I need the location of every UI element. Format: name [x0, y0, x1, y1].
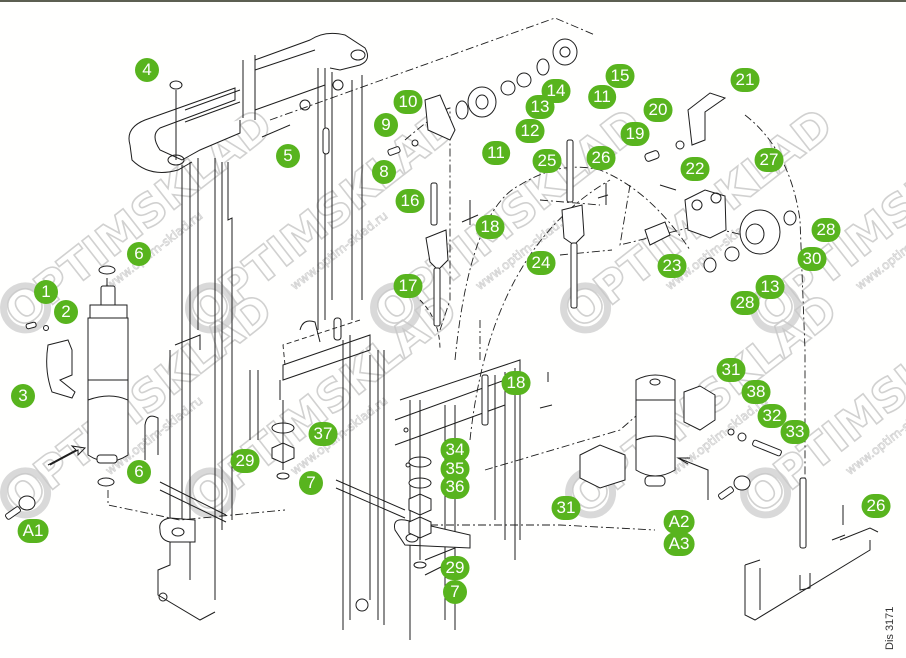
- part-21-bracket: [687, 92, 727, 146]
- callout-part-27[interactable]: 27: [754, 148, 784, 172]
- left-lower-bracket: [159, 517, 196, 543]
- callout-part-29-center[interactable]: 29: [230, 449, 260, 473]
- left-crossbeam: [128, 87, 241, 161]
- pulley-assembly-upper: [455, 38, 578, 120]
- callout-part-23[interactable]: 23: [657, 254, 687, 278]
- part-33-bolt: [752, 439, 782, 457]
- part-32-washer: [737, 432, 747, 442]
- part-27-yoke: [684, 189, 727, 239]
- left-mast: [128, 87, 241, 621]
- callout-part-37[interactable]: 37: [308, 422, 338, 446]
- part-28-ring-upper: [783, 210, 797, 226]
- callout-part-18-lower[interactable]: 18: [501, 371, 531, 395]
- callout-part-16[interactable]: 16: [395, 189, 425, 213]
- callout-part-15[interactable]: 15: [605, 64, 635, 88]
- watermark-logo-ring: [185, 282, 237, 334]
- callout-part-2[interactable]: 2: [54, 300, 78, 324]
- washer-6-top: [98, 265, 116, 275]
- assembly-lines: [107, 17, 806, 540]
- callout-part-29-right[interactable]: 29: [440, 556, 470, 580]
- callout-part-28-right[interactable]: 28: [811, 218, 841, 242]
- callout-part-6-top[interactable]: 6: [127, 242, 151, 266]
- callout-part-20[interactable]: 20: [643, 98, 673, 122]
- part-22-pin: [659, 184, 677, 191]
- callout-part-11-upper[interactable]: 11: [588, 85, 616, 109]
- part-3-clamp: [46, 339, 76, 399]
- callout-part-11-lower[interactable]: 11: [482, 141, 510, 165]
- part-18-pin-upper: [461, 200, 479, 225]
- callout-part-5[interactable]: 5: [276, 144, 300, 168]
- callout-part-12[interactable]: 12: [515, 119, 545, 143]
- callout-part-a1[interactable]: A1: [17, 519, 49, 543]
- callout-part-31-upper[interactable]: 31: [716, 358, 746, 382]
- part-a1-eye: [5, 495, 36, 520]
- stack-37-29-7: [271, 400, 295, 480]
- callout-part-8[interactable]: 8: [372, 160, 396, 184]
- part-26-pin-upper: [597, 183, 609, 205]
- callout-part-22[interactable]: 22: [680, 157, 710, 181]
- part-24-anchor: [561, 204, 585, 309]
- top-border: [0, 0, 906, 2]
- callout-part-18-upper[interactable]: 18: [475, 215, 505, 239]
- callout-part-1[interactable]: 1: [34, 280, 58, 304]
- callout-part-6-bottom[interactable]: 6: [127, 460, 151, 484]
- callout-part-36[interactable]: 36: [440, 475, 470, 499]
- part-1-bolt: [25, 321, 37, 330]
- part-8-bolt: [387, 146, 401, 156]
- right-lower-plate: [394, 519, 471, 549]
- callout-part-38[interactable]: 38: [741, 380, 771, 404]
- part-30-pulley: [739, 209, 781, 255]
- drawing-id: Dis 3171: [884, 606, 896, 650]
- callout-part-17[interactable]: 17: [393, 274, 423, 298]
- callout-part-13-upper[interactable]: 13: [525, 95, 555, 119]
- stack-34-36-29-7: [408, 445, 432, 569]
- callout-part-10[interactable]: 10: [393, 90, 423, 114]
- part-17-anchor: [425, 229, 449, 327]
- callout-part-26-upper[interactable]: 26: [586, 146, 616, 170]
- part-4-ring: [169, 80, 183, 90]
- callout-part-3[interactable]: 3: [11, 384, 35, 408]
- callout-part-a3[interactable]: A3: [663, 532, 695, 556]
- callout-part-31-lower[interactable]: 31: [551, 496, 581, 520]
- watermark-logo-ring: [740, 467, 792, 519]
- part-a2-eye: [733, 475, 751, 491]
- part-13-bushing: [724, 246, 740, 262]
- part-5-pin: [261, 124, 291, 138]
- callout-part-25[interactable]: 25: [532, 149, 562, 173]
- part-28-ring-lower: [703, 257, 717, 273]
- callout-part-7-center[interactable]: 7: [299, 471, 323, 495]
- lift-cylinder-left: [47, 265, 129, 487]
- part-26-pin-lower: [831, 505, 846, 541]
- part-20-washer: [675, 140, 685, 150]
- part-10-plate: [424, 94, 456, 141]
- lift-cylinder-right: [579, 374, 782, 500]
- callout-part-4[interactable]: 4: [135, 58, 159, 82]
- callout-part-19[interactable]: 19: [620, 122, 650, 146]
- chains: [430, 139, 807, 549]
- callout-part-24[interactable]: 24: [526, 251, 556, 275]
- center-mast: [242, 32, 406, 630]
- callout-part-26-lower[interactable]: 26: [861, 494, 891, 518]
- callout-part-9[interactable]: 9: [374, 113, 398, 137]
- part-31-pad-right: [683, 385, 716, 431]
- callout-part-32[interactable]: 32: [757, 404, 787, 428]
- part-23-pin: [644, 221, 671, 246]
- part-18-pin-lower: [539, 372, 553, 409]
- part-2-washer: [43, 325, 49, 331]
- part-38-washer: [727, 428, 735, 436]
- callout-part-33[interactable]: 33: [780, 420, 810, 444]
- washer-6-bottom: [97, 477, 115, 487]
- part-31-pad-left: [579, 444, 626, 489]
- part-9-washer: [411, 139, 419, 147]
- watermark-logo-ring: [0, 467, 52, 519]
- callout-part-30[interactable]: 30: [797, 247, 827, 271]
- callout-part-28-lower[interactable]: 28: [730, 291, 760, 315]
- callout-part-7-right[interactable]: 7: [443, 580, 467, 604]
- callout-part-a2[interactable]: A2: [663, 510, 695, 534]
- callout-part-21[interactable]: 21: [730, 68, 760, 92]
- callout-part-13-lower[interactable]: 13: [755, 275, 785, 299]
- pulley-assembly-lower: [644, 184, 797, 273]
- part-19-bolt: [644, 150, 660, 162]
